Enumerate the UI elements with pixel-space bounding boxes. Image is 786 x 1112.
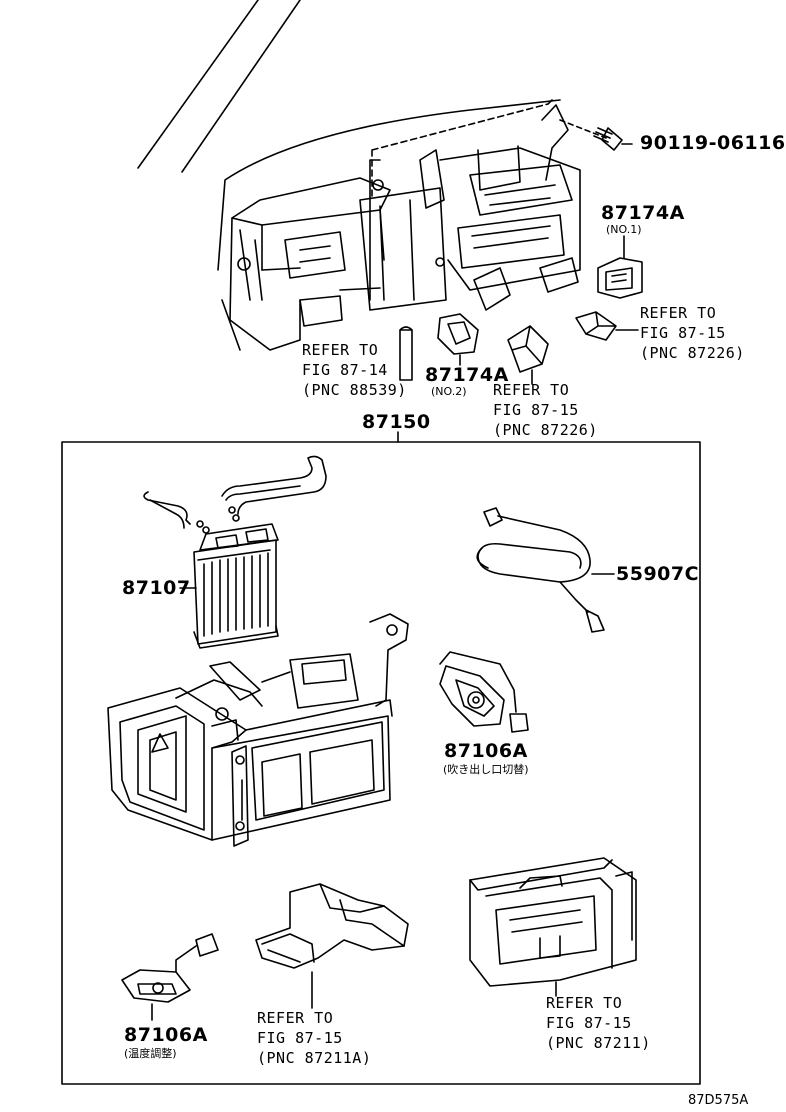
dashboard-outline [138, 0, 560, 350]
outlet-part-number-no1: 87174A [601, 202, 685, 224]
heater-core-part-number: 87107 [122, 577, 191, 599]
harness-part-number: 55907C [616, 563, 700, 585]
outlet-no1-illustration [598, 258, 642, 298]
refer-fig-87-14: REFER TO FIG 87-14 (PNC 88539) [302, 340, 407, 400]
servo-mode-illustration [440, 652, 528, 732]
outlet-no2-illustration [438, 314, 478, 365]
outlet-no2-label: (NO.2) [431, 385, 467, 398]
wire-harness-illustration [477, 508, 604, 632]
drain-pipe-illustration [400, 327, 412, 380]
servo-mode-description: (吹き出し口切替) [443, 763, 529, 776]
servo-temp-illustration [122, 934, 218, 1002]
outlet-part-number-no2: 87174A [425, 364, 509, 386]
servo-temp-part-number: 87106A [124, 1024, 208, 1046]
refer-pnc: (PNC 87226) [640, 344, 745, 362]
refer-fig: FIG 87-15 [640, 324, 726, 342]
parts-diagram [0, 0, 760, 1112]
duct-piece-mid-illustration [508, 326, 548, 372]
refer-line: REFER TO [257, 1009, 334, 1027]
air-duct-illustration [256, 884, 408, 968]
refer-fig-87-15-mid: REFER TO FIG 87-15 (PNC 87226) [493, 380, 598, 440]
diagram-code: 87D575A [688, 1093, 749, 1108]
refer-line: REFER TO [546, 994, 623, 1012]
mount-dashed-line [372, 100, 552, 200]
refer-fig: FIG 87-15 [257, 1029, 343, 1047]
bolt-dashed-line [560, 120, 606, 138]
refer-fig-87-15-case: REFER TO FIG 87-15 (PNC 87211) [546, 993, 651, 1053]
refer-pnc: (PNC 87211A) [257, 1049, 372, 1067]
bolt-part-number: 90119-06116 [640, 132, 786, 154]
heater-case-illustration [108, 614, 408, 846]
refer-fig-87-15-duct: REFER TO FIG 87-15 (PNC 87211A) [257, 1008, 371, 1068]
refer-pnc: (PNC 88539) [302, 381, 407, 399]
servo-temp-description: (温度調整) [124, 1047, 177, 1060]
unit-part-number: 87150 [362, 411, 431, 433]
outlet-no1-label: (NO.1) [606, 223, 642, 236]
heater-unit-assembly-illustration [230, 105, 580, 350]
refer-line: REFER TO [302, 341, 379, 359]
refer-fig: FIG 87-15 [546, 1014, 632, 1032]
exploded-view-frame [62, 442, 700, 1084]
heater-case-right-illustration [470, 858, 636, 986]
heater-core-illustration [194, 524, 278, 648]
servo-mode-part-number: 87106A [444, 740, 528, 762]
refer-fig: FIG 87-15 [493, 401, 579, 419]
refer-line: REFER TO [493, 381, 570, 399]
heater-pipes-illustration [144, 456, 326, 533]
refer-fig: FIG 87-14 [302, 361, 388, 379]
refer-line: REFER TO [640, 304, 717, 322]
duct-piece-right-illustration [576, 312, 616, 340]
bolt-illustration [594, 128, 632, 150]
refer-pnc: (PNC 87211) [546, 1034, 651, 1052]
refer-fig-87-15-right: REFER TO FIG 87-15 (PNC 87226) [640, 303, 745, 363]
refer-pnc: (PNC 87226) [493, 421, 598, 439]
